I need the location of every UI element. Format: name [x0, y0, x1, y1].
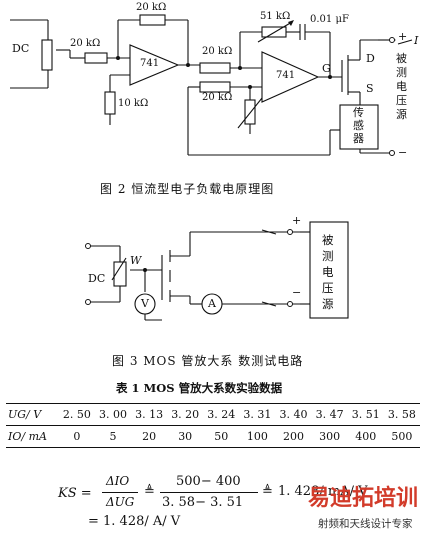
fig2-r-feedback-label: 20 kΩ	[136, 2, 167, 13]
formula-frac2-den: 3. 58− 3. 51	[162, 495, 244, 510]
fig2-current-label: I	[414, 34, 419, 47]
fig3-source-under-test: 被测电压源	[322, 233, 334, 311]
fig2-source-label: S	[366, 82, 374, 95]
fig2-r-in2b-label: 20 kΩ	[202, 92, 233, 103]
formula-line2: = 1. 428/ A/ V	[88, 514, 181, 529]
io-cell: 500	[383, 425, 420, 448]
fig3-minus-label: −	[292, 286, 302, 299]
ug-cell: 3. 13	[131, 403, 168, 426]
formula-approx: ≜	[144, 484, 155, 499]
fig2-opamp1-label: 741	[140, 58, 160, 69]
ug-cell: 3. 40	[275, 403, 312, 426]
fig2-cap-label: 0.01 μF	[310, 14, 349, 25]
fig3-dc-label: DC	[88, 272, 106, 285]
formula-frac1-bar	[102, 492, 138, 493]
ug-cell: 3. 58	[383, 403, 420, 426]
formula-frac2-num: 500− 400	[176, 474, 241, 489]
table1-title: 表 1 MOS 管放大系数实验数据	[116, 381, 283, 395]
formula-lhs: KS =	[58, 486, 92, 501]
formula-result1: 1. 428/ mA/ V	[278, 484, 368, 499]
fig3-ammeter-label: A	[208, 297, 216, 310]
io-cell: 20	[131, 425, 168, 448]
ug-cell: 3. 51	[347, 403, 384, 426]
fig2-r-pot-label: 51 kΩ	[260, 11, 291, 22]
formula-frac1-den: ΔUG	[106, 495, 135, 509]
io-cell: 50	[203, 425, 240, 448]
watermark-tagline: 射频和天线设计专家	[318, 518, 413, 530]
formula-frac2-bar	[160, 492, 258, 493]
fig2-r-ground-label: 10 kΩ	[118, 98, 149, 109]
ug-cell: 3. 00	[94, 403, 132, 426]
fig2-opamp2-label: 741	[276, 70, 296, 81]
ug-cell: 3. 47	[311, 403, 348, 426]
io-cell: 300	[311, 425, 348, 448]
row-header-io: IO/ mA	[6, 425, 59, 448]
ug-cell: 3. 31	[239, 403, 276, 426]
fig2-source-under-test: 被测电压源	[396, 52, 407, 121]
fig2-plus-label: +	[398, 30, 408, 43]
ug-cell: 3. 20	[167, 403, 204, 426]
fig2-r-input-label: 20 kΩ	[70, 38, 101, 49]
ug-cell: 3. 24	[203, 403, 240, 426]
io-cell: 5	[94, 425, 132, 448]
fig2-r-in2a-label: 20 kΩ	[202, 46, 233, 57]
io-cell: 100	[239, 425, 276, 448]
fig3-voltmeter-label: V	[141, 297, 149, 310]
io-cell: 30	[167, 425, 204, 448]
table-row-io: IO/ mA 0 5 20 30 50 100 200 300 400 500	[6, 425, 420, 448]
io-cell: 400	[347, 425, 384, 448]
fig3-plus-label: +	[292, 214, 302, 227]
fig3-caption: 图 3 MOS 管放大系 数测试电路	[112, 354, 304, 368]
fig2-caption: 图 2 恒流型电子负载电原理图	[100, 182, 275, 196]
fig2-dc-label: DC	[12, 42, 30, 55]
ug-cell: 2. 50	[58, 403, 95, 426]
fig2-drain-label: D	[366, 52, 375, 65]
fig2-sensor-label: 传感器	[353, 106, 364, 145]
fig2-gate-label: G	[322, 62, 331, 75]
row-header-ug: UG/ V	[6, 403, 59, 426]
table-row-ug: UG/ V 2. 50 3. 00 3. 13 3. 20 3. 24 3. 3…	[6, 403, 420, 426]
io-cell: 0	[58, 425, 95, 448]
watermark-brand: 易迪拓培训	[308, 486, 419, 511]
table1: UG/ V 2. 50 3. 00 3. 13 3. 20 3. 24 3. 3…	[6, 403, 420, 448]
io-cell: 200	[275, 425, 312, 448]
formula-frac1-num: ΔIO	[106, 474, 130, 488]
fig2-minus-label: −	[398, 146, 408, 159]
formula-approx2: ≜	[262, 484, 273, 499]
fig3-w-label: W	[130, 254, 142, 267]
